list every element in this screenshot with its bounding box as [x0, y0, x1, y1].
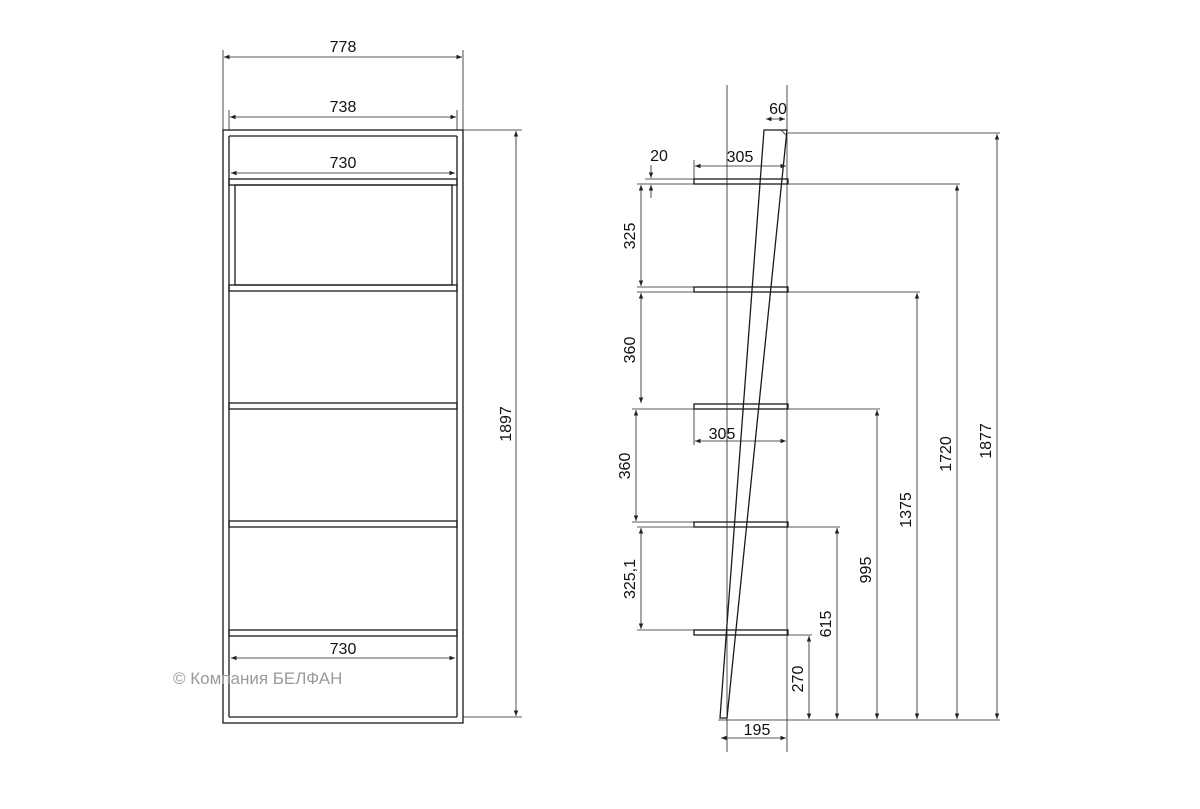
dim-spacing-4: 325,1 — [622, 559, 639, 599]
dim-base-depth: 195 — [744, 722, 771, 739]
dim-spacing-1: 325 — [622, 223, 639, 250]
side-view: 60 305 305 20 325 360 360 325,1 — [617, 85, 1000, 752]
front-shelf-5 — [228, 629, 458, 637]
copyright-text: © Компания БЕЛФАН — [173, 669, 342, 688]
dim-shelf-depth-mid: 305 — [709, 426, 736, 443]
front-shelf-1 — [228, 178, 458, 186]
dim-height-shelf-4: 615 — [818, 611, 835, 638]
dim-top-shelf-width: 730 — [330, 155, 357, 172]
dim-height-shelf-2: 1375 — [898, 492, 915, 528]
dim-height-shelf-5: 270 — [790, 666, 807, 693]
front-box-1 — [234, 184, 453, 286]
dim-height-shelf-3: 995 — [858, 557, 875, 584]
front-shelf-3 — [228, 402, 458, 410]
dim-spacing-2: 360 — [622, 337, 639, 364]
front-shelf-1-bottom — [228, 284, 458, 292]
dim-shelf-depth-top: 305 — [727, 149, 754, 166]
dim-height-total: 1877 — [978, 423, 995, 459]
front-frame — [222, 129, 464, 724]
dim-inner-width: 738 — [330, 99, 357, 116]
dim-spacing-3: 360 — [617, 453, 634, 480]
dim-overall-height: 1897 — [498, 406, 515, 442]
side-shelf-4 — [693, 521, 789, 528]
dim-height-shelf-1: 1720 — [938, 436, 955, 472]
side-shelf-3 — [693, 403, 789, 410]
dim-overall-width: 778 — [330, 39, 357, 56]
side-shelf-2 — [693, 286, 789, 293]
front-shelf-4 — [228, 520, 458, 528]
dim-bottom-shelf-width: 730 — [330, 641, 357, 658]
dim-rail-width: 60 — [769, 101, 787, 118]
front-view: 778 738 730 730 1897 — [222, 39, 522, 724]
dim-top-offset: 20 — [650, 148, 668, 165]
side-shelf-1 — [693, 178, 789, 185]
side-shelf-5 — [693, 629, 789, 636]
